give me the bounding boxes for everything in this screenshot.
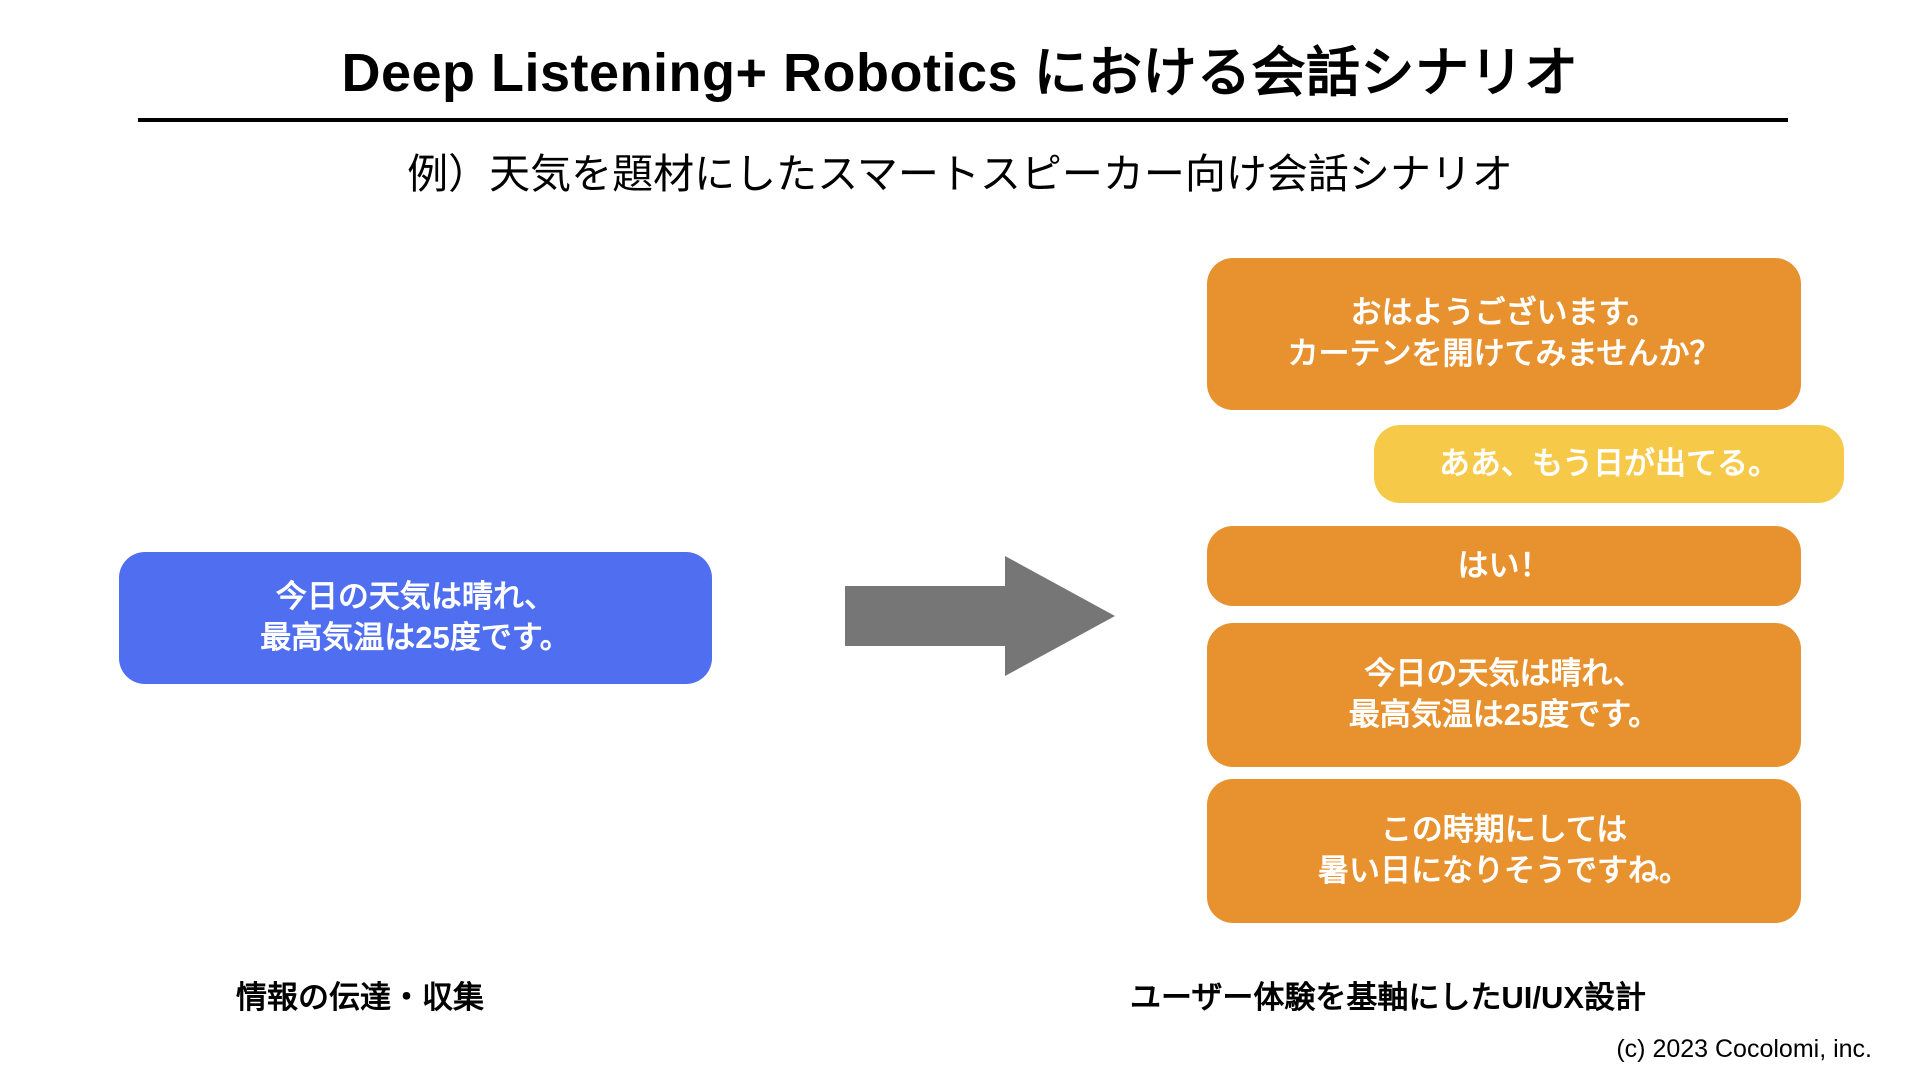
right-arrow-icon xyxy=(845,556,1115,676)
right-arrow-svg xyxy=(845,556,1115,676)
speech-bubble-left-system: 今日の天気は晴れ、 最高気温は25度です。 xyxy=(119,552,712,684)
speech-bubble-user-reply: ああ、もう日が出てる。 xyxy=(1374,425,1844,503)
title-divider xyxy=(138,118,1788,122)
page-title: Deep Listening+ Robotics における会話シナリオ xyxy=(341,43,1579,103)
caption-left: 情報の伝達・収集 xyxy=(236,980,484,1015)
page-subtitle: 例）天気を題材にしたスマートスピーカー向け会話シナリオ xyxy=(407,151,1513,197)
speech-bubble-ack: はい！ xyxy=(1207,526,1801,606)
copyright-notice: (c) 2023 Cocolomi, inc. xyxy=(1616,1035,1872,1063)
speech-bubble-greeting: おはようございます。 カーテンを開けてみませんか？ xyxy=(1207,258,1801,410)
speech-bubble-comment: この時期にしては 暑い日になりそうですね。 xyxy=(1207,779,1801,923)
caption-right: ユーザー体験を基軸にしたUI/UX設計 xyxy=(1130,980,1647,1015)
speech-bubble-weather: 今日の天気は晴れ、 最高気温は25度です。 xyxy=(1207,623,1801,767)
